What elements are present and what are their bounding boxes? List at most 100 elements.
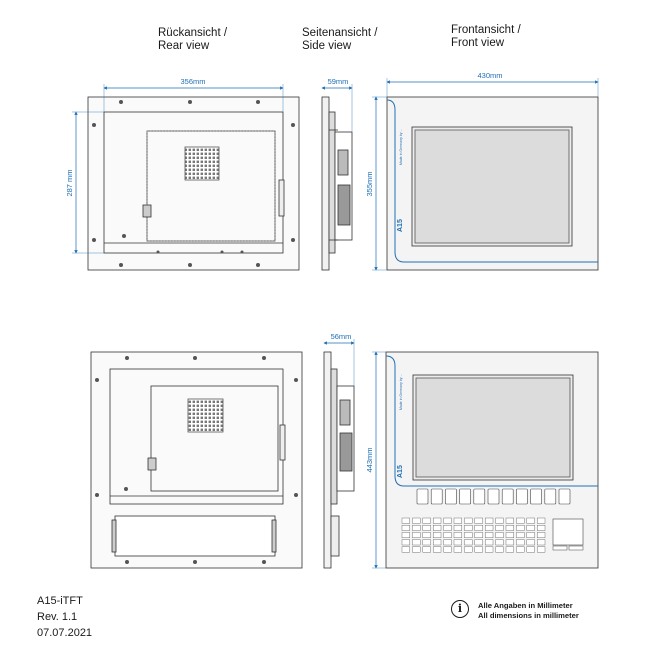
- dim-rear-width: 356mm: [103, 77, 284, 112]
- keyboard-key: [495, 546, 504, 553]
- keyboard-key: [422, 546, 431, 553]
- keyboard-key: [474, 525, 483, 531]
- touchpad: [552, 518, 584, 546]
- keyboard-key: [495, 532, 504, 539]
- note-de: Alle Angaben in Millimeter: [478, 601, 573, 610]
- keyboard-key: [433, 517, 442, 524]
- label-side-depth-bottom: 56mm: [331, 332, 352, 341]
- keyboard-key: [526, 539, 535, 546]
- front-model-label-bottom: A15: [397, 465, 404, 478]
- date: 07.07.2021: [37, 627, 93, 639]
- keyboard-key: [495, 525, 504, 531]
- label-rear-width: 356mm: [180, 77, 205, 86]
- function-key: [416, 488, 429, 505]
- keyboard-key: [401, 539, 411, 546]
- keyboard-key: [464, 525, 473, 531]
- header-front-de: Frontansicht /: [451, 24, 521, 36]
- dim-side-depth-bottom: 56mm: [323, 332, 355, 386]
- keyboard-key: [516, 532, 525, 539]
- keyboard-key: [505, 517, 515, 524]
- keyboard-key: [485, 525, 494, 531]
- keyboard-key: [422, 539, 431, 546]
- rear-view-bottom: [90, 351, 303, 569]
- keyboard-key: [485, 517, 494, 524]
- dim-side-depth-top: 59mm: [321, 77, 353, 132]
- keyboard-key: [401, 525, 411, 531]
- keyboard-key: [474, 539, 483, 546]
- label-front-width: 430mm: [477, 71, 502, 80]
- keyboard-key: [537, 546, 546, 553]
- side-view-top: [321, 96, 353, 271]
- keyboard-key: [495, 539, 504, 546]
- front-view-top: [386, 96, 599, 271]
- header-rear-de: Rückansicht /: [158, 27, 228, 39]
- keyboard-key: [412, 532, 421, 539]
- keyboard-key: [505, 546, 515, 553]
- keyboard-key: [495, 517, 504, 524]
- keyboard-key: [526, 532, 535, 539]
- keyboard-key: [422, 525, 431, 531]
- function-key: [544, 488, 557, 505]
- function-key: [516, 488, 528, 505]
- label-front-height-bottom: 443mm: [365, 447, 374, 472]
- keyboard-key: [526, 517, 535, 524]
- keyboard-key: [505, 539, 515, 546]
- keyboard-key: [433, 525, 442, 531]
- function-key: [430, 488, 443, 505]
- keyboard-key: [401, 546, 411, 553]
- header-rear-en: Rear view: [158, 40, 210, 52]
- header-front-en: Front view: [451, 37, 505, 49]
- keyboard-key: [516, 525, 525, 531]
- keyboard-key: [516, 539, 525, 546]
- touchpad-button-left: [552, 545, 568, 551]
- keyboard-key: [433, 546, 442, 553]
- keyboard-key: [443, 532, 452, 539]
- keyboard-key: [443, 539, 452, 546]
- header-front-view: Frontansicht / Front view: [451, 24, 521, 50]
- keyboard: [401, 517, 546, 553]
- keyboard-key: [453, 525, 463, 531]
- keyboard-key: [412, 517, 421, 524]
- front-side-label-bottom: Made in Germany by ...: [399, 374, 403, 410]
- keyboard-key: [516, 546, 525, 553]
- keyboard-key: [505, 525, 515, 531]
- keyboard-key: [443, 525, 452, 531]
- side-view-bottom: [323, 351, 355, 569]
- keyboard-key: [453, 539, 463, 546]
- keyboard-key: [422, 532, 431, 539]
- keyboard-key: [433, 532, 442, 539]
- function-key: [459, 488, 471, 505]
- keyboard-key: [401, 517, 411, 524]
- keyboard-key: [505, 532, 515, 539]
- revision: Rev. 1.1: [37, 611, 78, 623]
- keyboard-key: [433, 539, 442, 546]
- label-rear-height: 287 mm: [65, 169, 74, 196]
- keyboard-key: [422, 517, 431, 524]
- header-side-de: Seitenansicht /: [302, 27, 378, 39]
- function-key: [530, 488, 542, 505]
- product-name: A15-iTFT: [37, 595, 83, 607]
- keyboard-key: [537, 539, 546, 546]
- keyboard-key: [474, 532, 483, 539]
- function-keys: [416, 488, 571, 505]
- keyboard-key: [453, 532, 463, 539]
- dim-front-height-top: 355mm: [365, 96, 387, 271]
- dim-rear-height: 287 mm: [65, 111, 104, 254]
- keyboard-key: [485, 546, 494, 553]
- rear-view-top: [87, 96, 300, 271]
- header-side-view: Seitenansicht / Side view: [302, 27, 377, 53]
- dim-front-height-bottom: 443mm: [365, 351, 386, 569]
- keyboard-key: [516, 517, 525, 524]
- function-key: [487, 488, 500, 505]
- keyboard-key: [526, 525, 535, 531]
- keyboard-key: [412, 539, 421, 546]
- function-key: [445, 488, 457, 505]
- keyboard-key: [464, 546, 473, 553]
- header-side-en: Side view: [302, 40, 352, 52]
- keyboard-key: [443, 517, 452, 524]
- keyboard-key: [526, 546, 535, 553]
- touchpad-button-right: [568, 545, 584, 551]
- function-key: [501, 488, 514, 505]
- keyboard-key: [485, 539, 494, 546]
